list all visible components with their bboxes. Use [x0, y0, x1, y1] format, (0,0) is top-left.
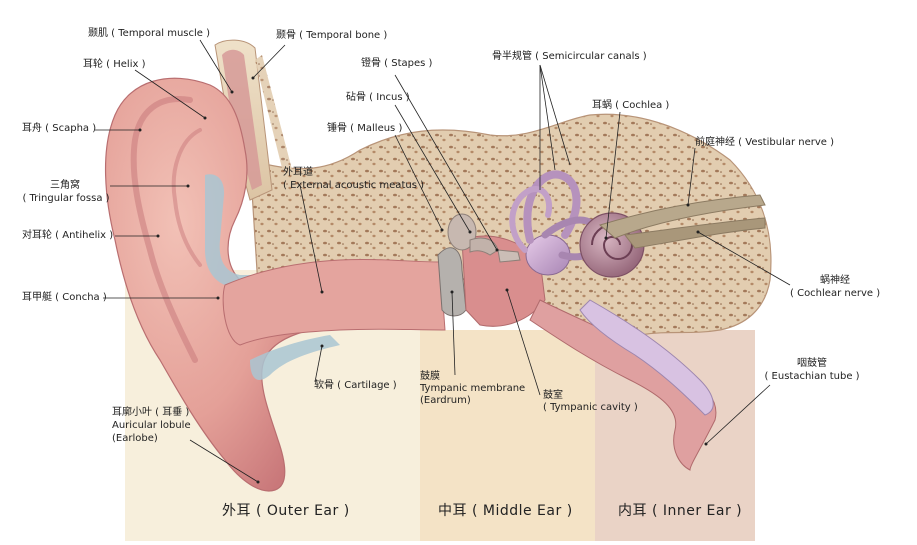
- stapes: [497, 249, 521, 263]
- label-cavity-en: ( Tympanic cavity ): [543, 402, 638, 413]
- label-helix: 耳轮 ( Helix ): [83, 59, 146, 70]
- section-outer-ear: 外耳 ( Outer Ear ): [222, 503, 350, 519]
- label-cavity-cn: 鼓室: [543, 390, 563, 401]
- label-eustachian-en: ( Eustachian tube ): [764, 371, 860, 382]
- label-cochlea: 耳蜗 ( Cochlea ): [592, 100, 670, 111]
- vestibular-nerve: [598, 194, 766, 239]
- label-stapes: 镫骨 ( Stapes ): [361, 58, 433, 69]
- label-lobule-alt: (Earlobe): [112, 433, 158, 444]
- cartilage-lower: [250, 335, 340, 380]
- incus: [469, 237, 499, 256]
- label-incus: 砧骨 ( Incus ): [346, 92, 410, 103]
- label-cochlear-nerve-cn: 蜗神经: [820, 275, 850, 286]
- label-antihelix: 对耳轮 ( Antihelix ): [22, 230, 114, 241]
- label-temporal-muscle: 颞肌 ( Temporal muscle ): [88, 28, 211, 39]
- label-malleus: 锤骨 ( Malleus ): [327, 123, 403, 134]
- middle-ear-band: [420, 330, 595, 541]
- label-fossa-cn: 三角窝: [50, 180, 80, 191]
- semicircular-canal-anterior: [523, 170, 581, 244]
- label-tympanic-cn: 鼓膜: [420, 371, 440, 382]
- label-cartilage: 软骨 ( Cartilage ): [314, 380, 397, 391]
- section-inner-ear: 内耳 ( Inner Ear ): [618, 503, 743, 519]
- helix-fold: [130, 96, 198, 363]
- label-fossa-en: ( Tringular fossa ): [22, 193, 110, 204]
- section-middle-ear: 中耳 ( Middle Ear ): [438, 503, 573, 519]
- label-vestibular: 前庭神经 ( Vestibular nerve ): [695, 137, 835, 148]
- label-scapha: 耳舟 ( Scapha ): [22, 123, 97, 134]
- label-meatus-en: ( External acoustic meatus ): [283, 180, 424, 191]
- label-tympanic-en: Tympanic membrane: [420, 383, 526, 394]
- temporal-muscle: [222, 49, 262, 190]
- eustachian-tube-inner: [579, 299, 714, 416]
- tympanic-cavity: [461, 235, 546, 327]
- auricle: [104, 77, 311, 492]
- cochlear-nerve: [624, 217, 766, 249]
- label-meatus-cn: 外耳道: [283, 167, 313, 178]
- label-concha: 耳甲艇 ( Concha ): [22, 292, 107, 303]
- external-acoustic-meatus: [222, 258, 446, 346]
- antihelix-fold: [171, 128, 202, 267]
- label-eustachian-cn: 咽鼓管: [797, 358, 827, 369]
- cartilage-upper: [205, 174, 275, 288]
- label-temporal-bone: 颞骨 ( Temporal bone ): [276, 30, 388, 41]
- malleus-head: [447, 213, 477, 251]
- temporal-bone-inner: [255, 55, 300, 200]
- label-tympanic-alt: (Eardrum): [420, 395, 471, 406]
- label-cochlear-nerve-en: ( Cochlear nerve ): [790, 288, 881, 299]
- label-semicircular: 骨半规管 ( Semicircular canals ): [492, 51, 647, 62]
- semicircular-canal-posterior: [509, 186, 552, 253]
- leader-lines: [95, 39, 791, 483]
- label-lobule-cn: 耳廓小叶 ( 耳垂 ): [112, 407, 190, 418]
- label-lobule-en: Auricular lobule: [112, 420, 191, 431]
- leader-dots: [138, 76, 708, 484]
